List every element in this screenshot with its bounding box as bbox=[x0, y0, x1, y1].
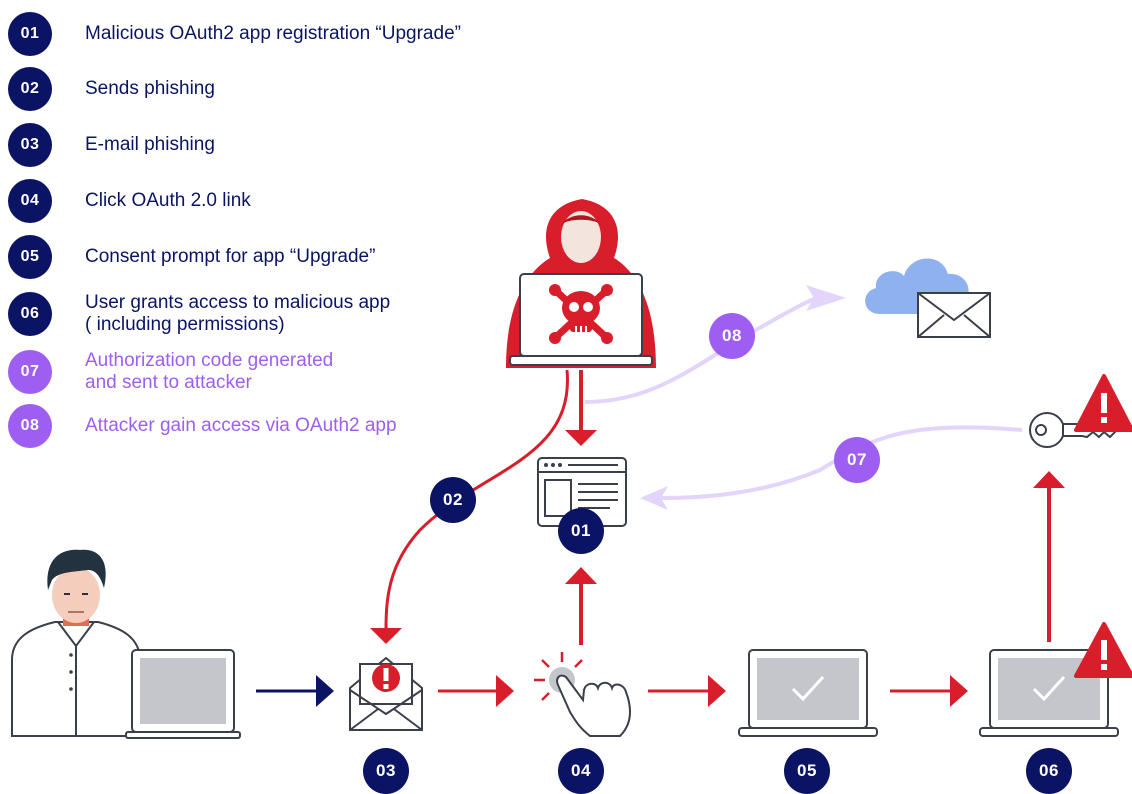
legend-badge-04: 04 bbox=[8, 179, 52, 223]
flow-user-email-arrowhead bbox=[316, 675, 334, 707]
flow-08-arrowhead bbox=[806, 285, 846, 311]
step-badge-02: 02 bbox=[430, 477, 476, 523]
legend-text-05: Consent prompt for app “Upgrade” bbox=[85, 246, 376, 267]
legend-badge-06: 06 bbox=[8, 292, 52, 336]
legend-badge-03: 03 bbox=[8, 123, 52, 167]
legend-badge-01: 01 bbox=[8, 12, 52, 56]
legend-badge-08: 08 bbox=[8, 404, 52, 448]
legend-item-07: 07 Authorization code generated and sent… bbox=[8, 350, 333, 394]
warning-icon bbox=[1074, 622, 1132, 678]
laptop-05-icon bbox=[738, 649, 878, 737]
skull-icon bbox=[549, 284, 613, 344]
flow-02-arrowhead bbox=[370, 628, 402, 644]
step-badge-05: 05 bbox=[784, 748, 830, 794]
step-badge-01: 01 bbox=[558, 508, 604, 554]
legend-item-05: 05 Consent prompt for app “Upgrade” bbox=[8, 235, 375, 279]
legend-item-03: 03 E-mail phishing bbox=[8, 123, 215, 167]
flow-07-arrowhead bbox=[640, 486, 668, 510]
flow-04-01-arrowhead bbox=[565, 567, 597, 584]
legend-badge-05: 05 bbox=[8, 235, 52, 279]
flow-04-05-arrowhead bbox=[708, 675, 726, 707]
legend-text-01: Malicious OAuth2 app registration “Upgra… bbox=[85, 23, 461, 44]
legend-item-04: 04 Click OAuth 2.0 link bbox=[8, 179, 251, 223]
warning-icon bbox=[1074, 374, 1132, 432]
step-badge-07: 07 bbox=[834, 437, 880, 483]
legend-item-02: 02 Sends phishing bbox=[8, 67, 215, 111]
envelope-icon bbox=[917, 292, 991, 338]
legend-item-06: 06 User grants access to malicious app (… bbox=[8, 292, 390, 336]
legend-badge-02: 02 bbox=[8, 67, 52, 111]
legend-text-02: Sends phishing bbox=[85, 78, 215, 99]
legend: 01 Malicious OAuth2 app registration “Up… bbox=[0, 0, 520, 460]
flow-05-06-arrowhead bbox=[950, 675, 968, 707]
user-laptop-icon bbox=[125, 649, 241, 739]
legend-item-08: 08 Attacker gain access via OAuth2 app bbox=[8, 404, 397, 448]
legend-item-01: 01 Malicious OAuth2 app registration “Up… bbox=[8, 12, 461, 56]
email-alert-icon bbox=[349, 656, 423, 731]
step-badge-03: 03 bbox=[363, 748, 409, 794]
flow-hacker-browser-arrowhead bbox=[565, 430, 597, 446]
step-badge-06: 06 bbox=[1026, 748, 1072, 794]
legend-text-03: E-mail phishing bbox=[85, 134, 215, 155]
step-badge-08: 08 bbox=[709, 313, 755, 359]
flow-06-key-arrowhead bbox=[1033, 471, 1065, 488]
checkmark-icon bbox=[1032, 675, 1066, 702]
legend-text-04: Click OAuth 2.0 link bbox=[85, 190, 251, 211]
flow-03-04-arrowhead bbox=[496, 675, 514, 707]
legend-text-08: Attacker gain access via OAuth2 app bbox=[85, 415, 397, 436]
user-icon bbox=[11, 549, 141, 737]
legend-text-07: Authorization code generated and sent to… bbox=[85, 350, 334, 393]
step-badge-04: 04 bbox=[558, 748, 604, 794]
legend-text-06: User grants access to malicious app ( in… bbox=[85, 292, 391, 335]
checkmark-icon bbox=[791, 675, 825, 702]
hand-click-icon bbox=[534, 652, 631, 737]
legend-badge-07: 07 bbox=[8, 350, 52, 394]
flow-07-line bbox=[659, 425, 1023, 500]
